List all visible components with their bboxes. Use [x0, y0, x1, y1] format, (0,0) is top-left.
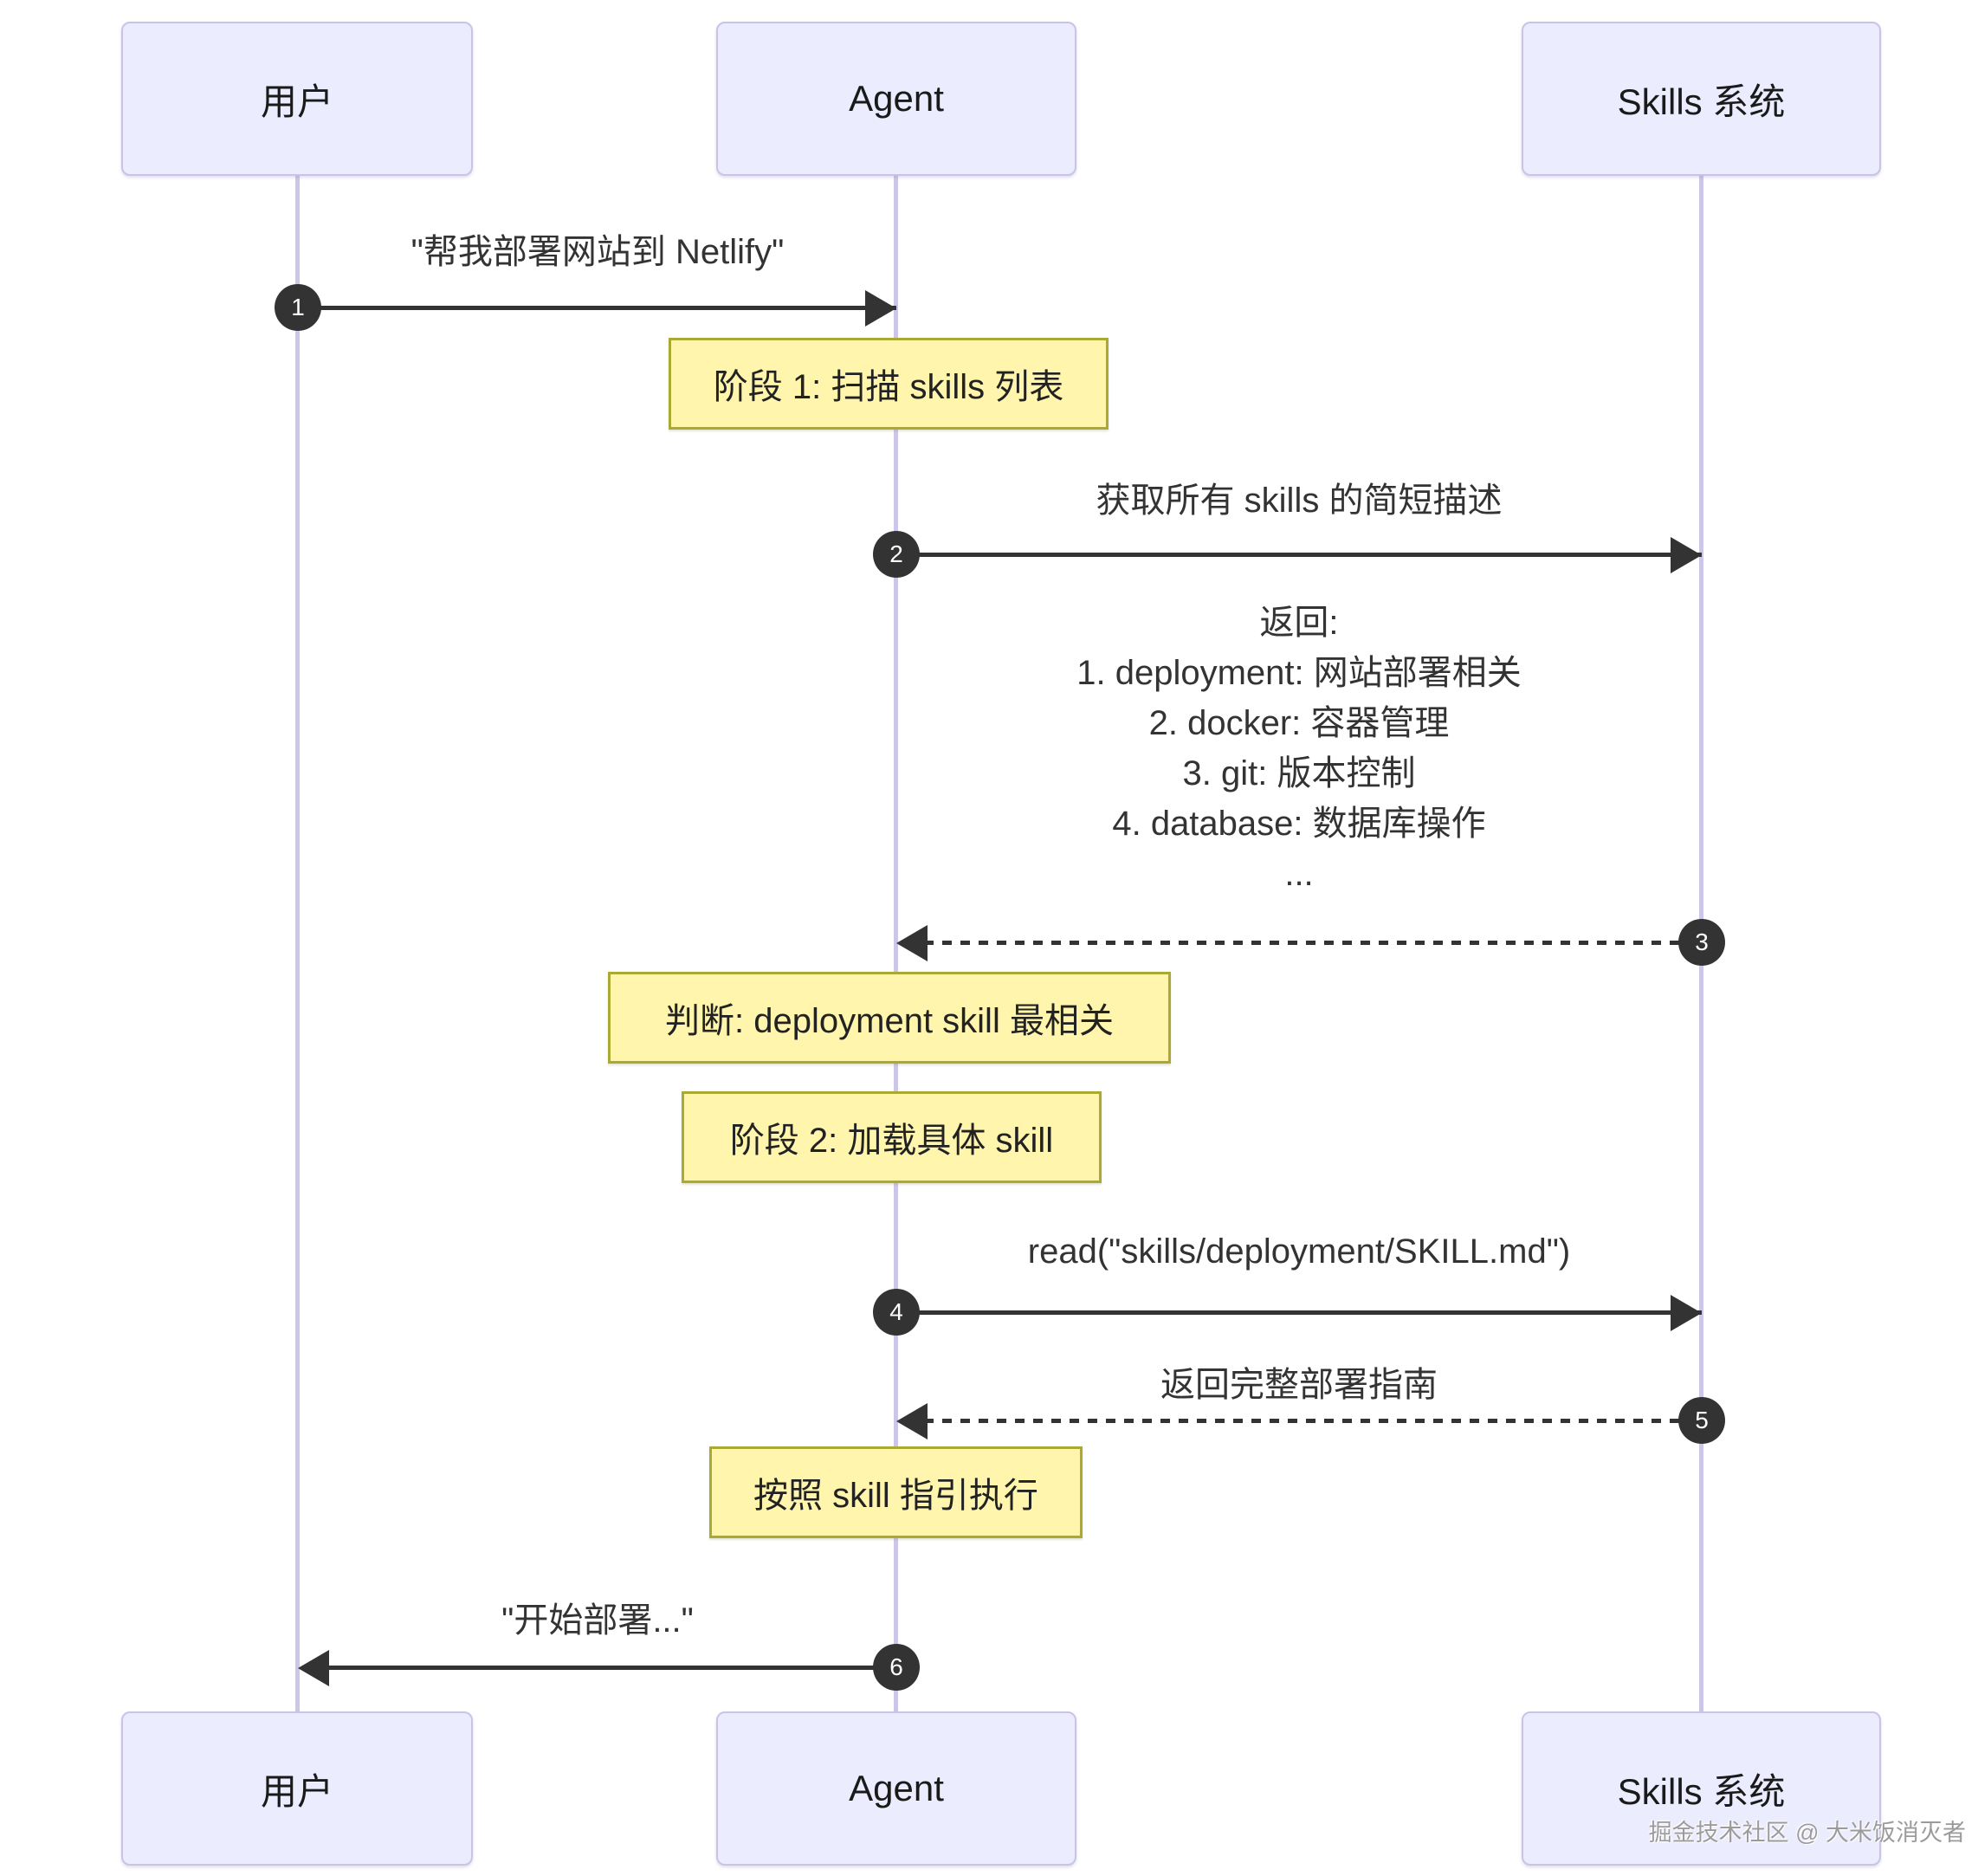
- message-5-arrow: [906, 1419, 1702, 1423]
- message-6-label: "开始部署...": [501, 1601, 694, 1640]
- note-phase-2: 阶段 2: 加载具体 skill: [682, 1091, 1102, 1183]
- message-3-line-5: 4. database: 数据库操作: [1112, 805, 1486, 843]
- message-2-arrowhead-icon: [1671, 537, 1702, 573]
- actor-box-user-bottom: 用户: [121, 1711, 473, 1866]
- note-phase-1-label: 阶段 1: 扫描 skills 列表: [713, 368, 1064, 406]
- message-3-arrowhead-icon: [896, 925, 928, 961]
- message-6-arrow: [307, 1666, 896, 1670]
- message-3-line-2: 1. deployment: 网站部署相关: [1076, 654, 1522, 692]
- message-3-line-1: 返回:: [1259, 604, 1339, 642]
- actor-label-user-top: 用户: [260, 81, 333, 122]
- message-4-label: read("skills/deployment/SKILL.md"): [1027, 1232, 1571, 1271]
- message-3-line-6: ...: [1284, 855, 1314, 893]
- sequence-number-1: 1: [275, 284, 321, 331]
- sequence-number-6: 6: [873, 1644, 920, 1691]
- actor-box-agent-top: Agent: [716, 22, 1076, 176]
- message-4-arrow: [896, 1310, 1702, 1315]
- message-2-label: 获取所有 skills 的简短描述: [1096, 482, 1503, 520]
- message-1-label: "帮我部署网站到 Netlify": [410, 233, 785, 271]
- note-judgement: 判断: deployment skill 最相关: [608, 972, 1171, 1064]
- message-1-arrowhead-icon: [865, 290, 896, 327]
- sequence-number-3: 3: [1678, 919, 1725, 966]
- watermark: 掘金技术社区 @ 大米饭消灭者: [1648, 1820, 1966, 1846]
- actor-label-skills-top: Skills 系统: [1617, 81, 1786, 122]
- actor-label-agent-bottom: Agent: [849, 1768, 944, 1808]
- actor-box-agent-bottom: Agent: [716, 1711, 1076, 1866]
- actor-box-skills-bottom: Skills 系统: [1522, 1711, 1881, 1866]
- message-3-line-4: 3. git: 版本控制: [1182, 754, 1416, 792]
- message-2-arrow: [896, 553, 1702, 557]
- note-phase-2-label: 阶段 2: 加载具体 skill: [729, 1122, 1054, 1160]
- note-judgement-label: 判断: deployment skill 最相关: [665, 1002, 1114, 1040]
- lifeline-agent: [894, 176, 898, 1711]
- sequence-number-5: 5: [1678, 1397, 1725, 1444]
- note-execute-label: 按照 skill 指引执行: [753, 1477, 1038, 1515]
- message-1-arrow: [298, 306, 896, 310]
- note-execute: 按照 skill 指引执行: [709, 1446, 1083, 1538]
- message-3-line-3: 2. docker: 容器管理: [1148, 704, 1450, 742]
- message-5-arrowhead-icon: [896, 1403, 928, 1439]
- message-4-arrowhead-icon: [1671, 1295, 1702, 1331]
- message-6-arrowhead-icon: [298, 1650, 329, 1686]
- actor-box-skills-top: Skills 系统: [1522, 22, 1881, 176]
- sequence-number-2: 2: [873, 531, 920, 578]
- message-5-label: 返回完整部署指南: [1160, 1366, 1438, 1404]
- actor-label-agent-top: Agent: [849, 78, 944, 119]
- message-3-arrow: [906, 941, 1702, 945]
- lifeline-user: [295, 176, 300, 1711]
- actor-label-user-bottom: 用户: [260, 1770, 333, 1812]
- note-phase-1: 阶段 1: 扫描 skills 列表: [669, 338, 1109, 430]
- message-3-label: 返回: 1. deployment: 网站部署相关 2. docker: 容器管…: [1076, 598, 1522, 899]
- actor-label-skills-bottom: Skills 系统: [1617, 1770, 1786, 1812]
- sequence-number-4: 4: [873, 1289, 920, 1336]
- actor-box-user-top: 用户: [121, 22, 473, 176]
